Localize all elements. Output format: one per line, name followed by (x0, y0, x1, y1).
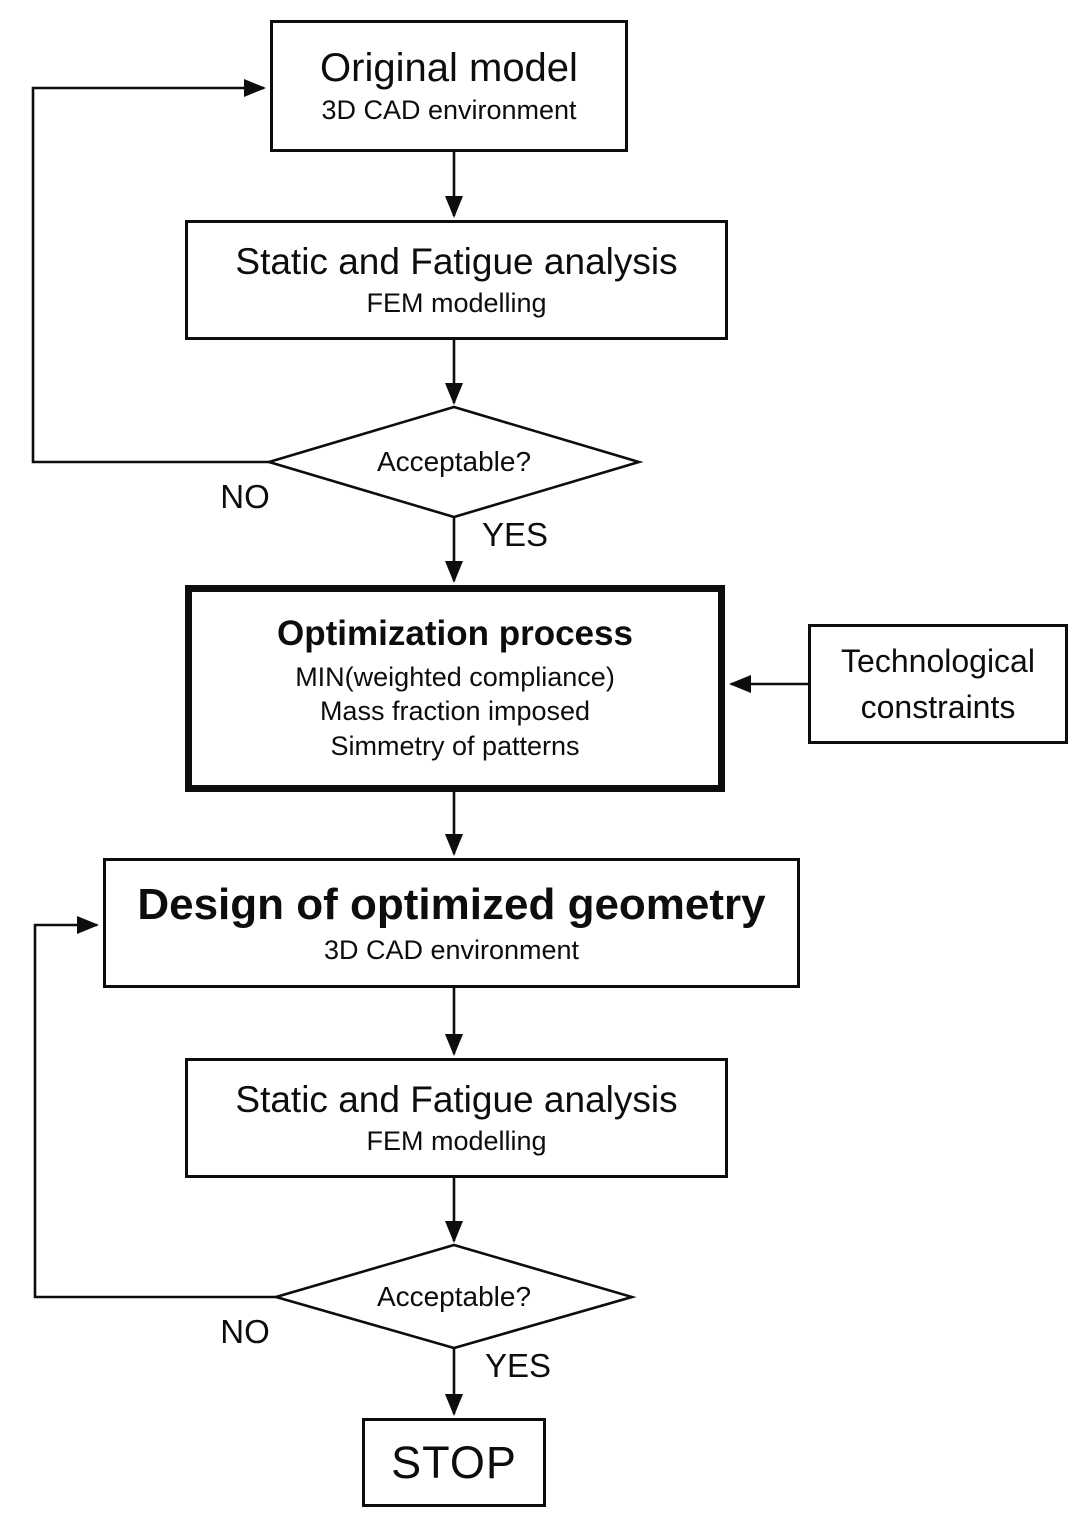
decision2-question: Acceptable? (376, 1281, 532, 1312)
analysis2-title: Static and Fatigue analysis (235, 1079, 678, 1121)
no-loop-2 (33, 916, 276, 1299)
optimization-detail-2: Mass fraction imposed (319, 696, 591, 727)
node-static-fatigue-analysis-2: Static and Fatigue analysis FEM modellin… (185, 1058, 728, 1178)
optimization-detail-3: Simmetry of patterns (330, 730, 580, 761)
original-model-title: Original model (320, 46, 578, 91)
decision1-no-label: NO (220, 478, 270, 515)
technological-constraints-title: Technological constraints (841, 642, 1035, 725)
optimization-title: Optimization process (277, 613, 633, 653)
decision1-yes-label: YES (481, 516, 549, 553)
decision1-diamond (264, 405, 644, 519)
no-loop-1 (31, 79, 269, 464)
node-technological-constraints: Technological constraints (808, 624, 1068, 744)
analysis1-subtitle: FEM modelling (366, 287, 547, 318)
original-model-subtitle: 3D CAD environment (321, 95, 577, 126)
stop-title: STOP (391, 1436, 517, 1488)
decision2-no-label: NO (220, 1313, 270, 1350)
analysis1-title: Static and Fatigue analysis (235, 241, 678, 283)
design-subtitle: 3D CAD environment (323, 934, 580, 965)
decision2-yes-label: YES (484, 1347, 552, 1384)
decision2-diamond (271, 1243, 637, 1350)
design-title: Design of optimized geometry (137, 880, 766, 930)
analysis2-subtitle: FEM modelling (366, 1125, 547, 1156)
node-original-model: Original model 3D CAD environment (270, 20, 628, 152)
optimization-detail-1: MIN(weighted compliance) (295, 661, 615, 692)
decision1-question: Acceptable? (376, 446, 532, 477)
node-stop: STOP (362, 1418, 546, 1507)
node-optimization-process: Optimization process MIN(weighted compli… (185, 585, 725, 792)
node-static-fatigue-analysis-1: Static and Fatigue analysis FEM modellin… (185, 220, 728, 340)
node-design-optimized-geometry: Design of optimized geometry 3D CAD envi… (103, 858, 800, 988)
